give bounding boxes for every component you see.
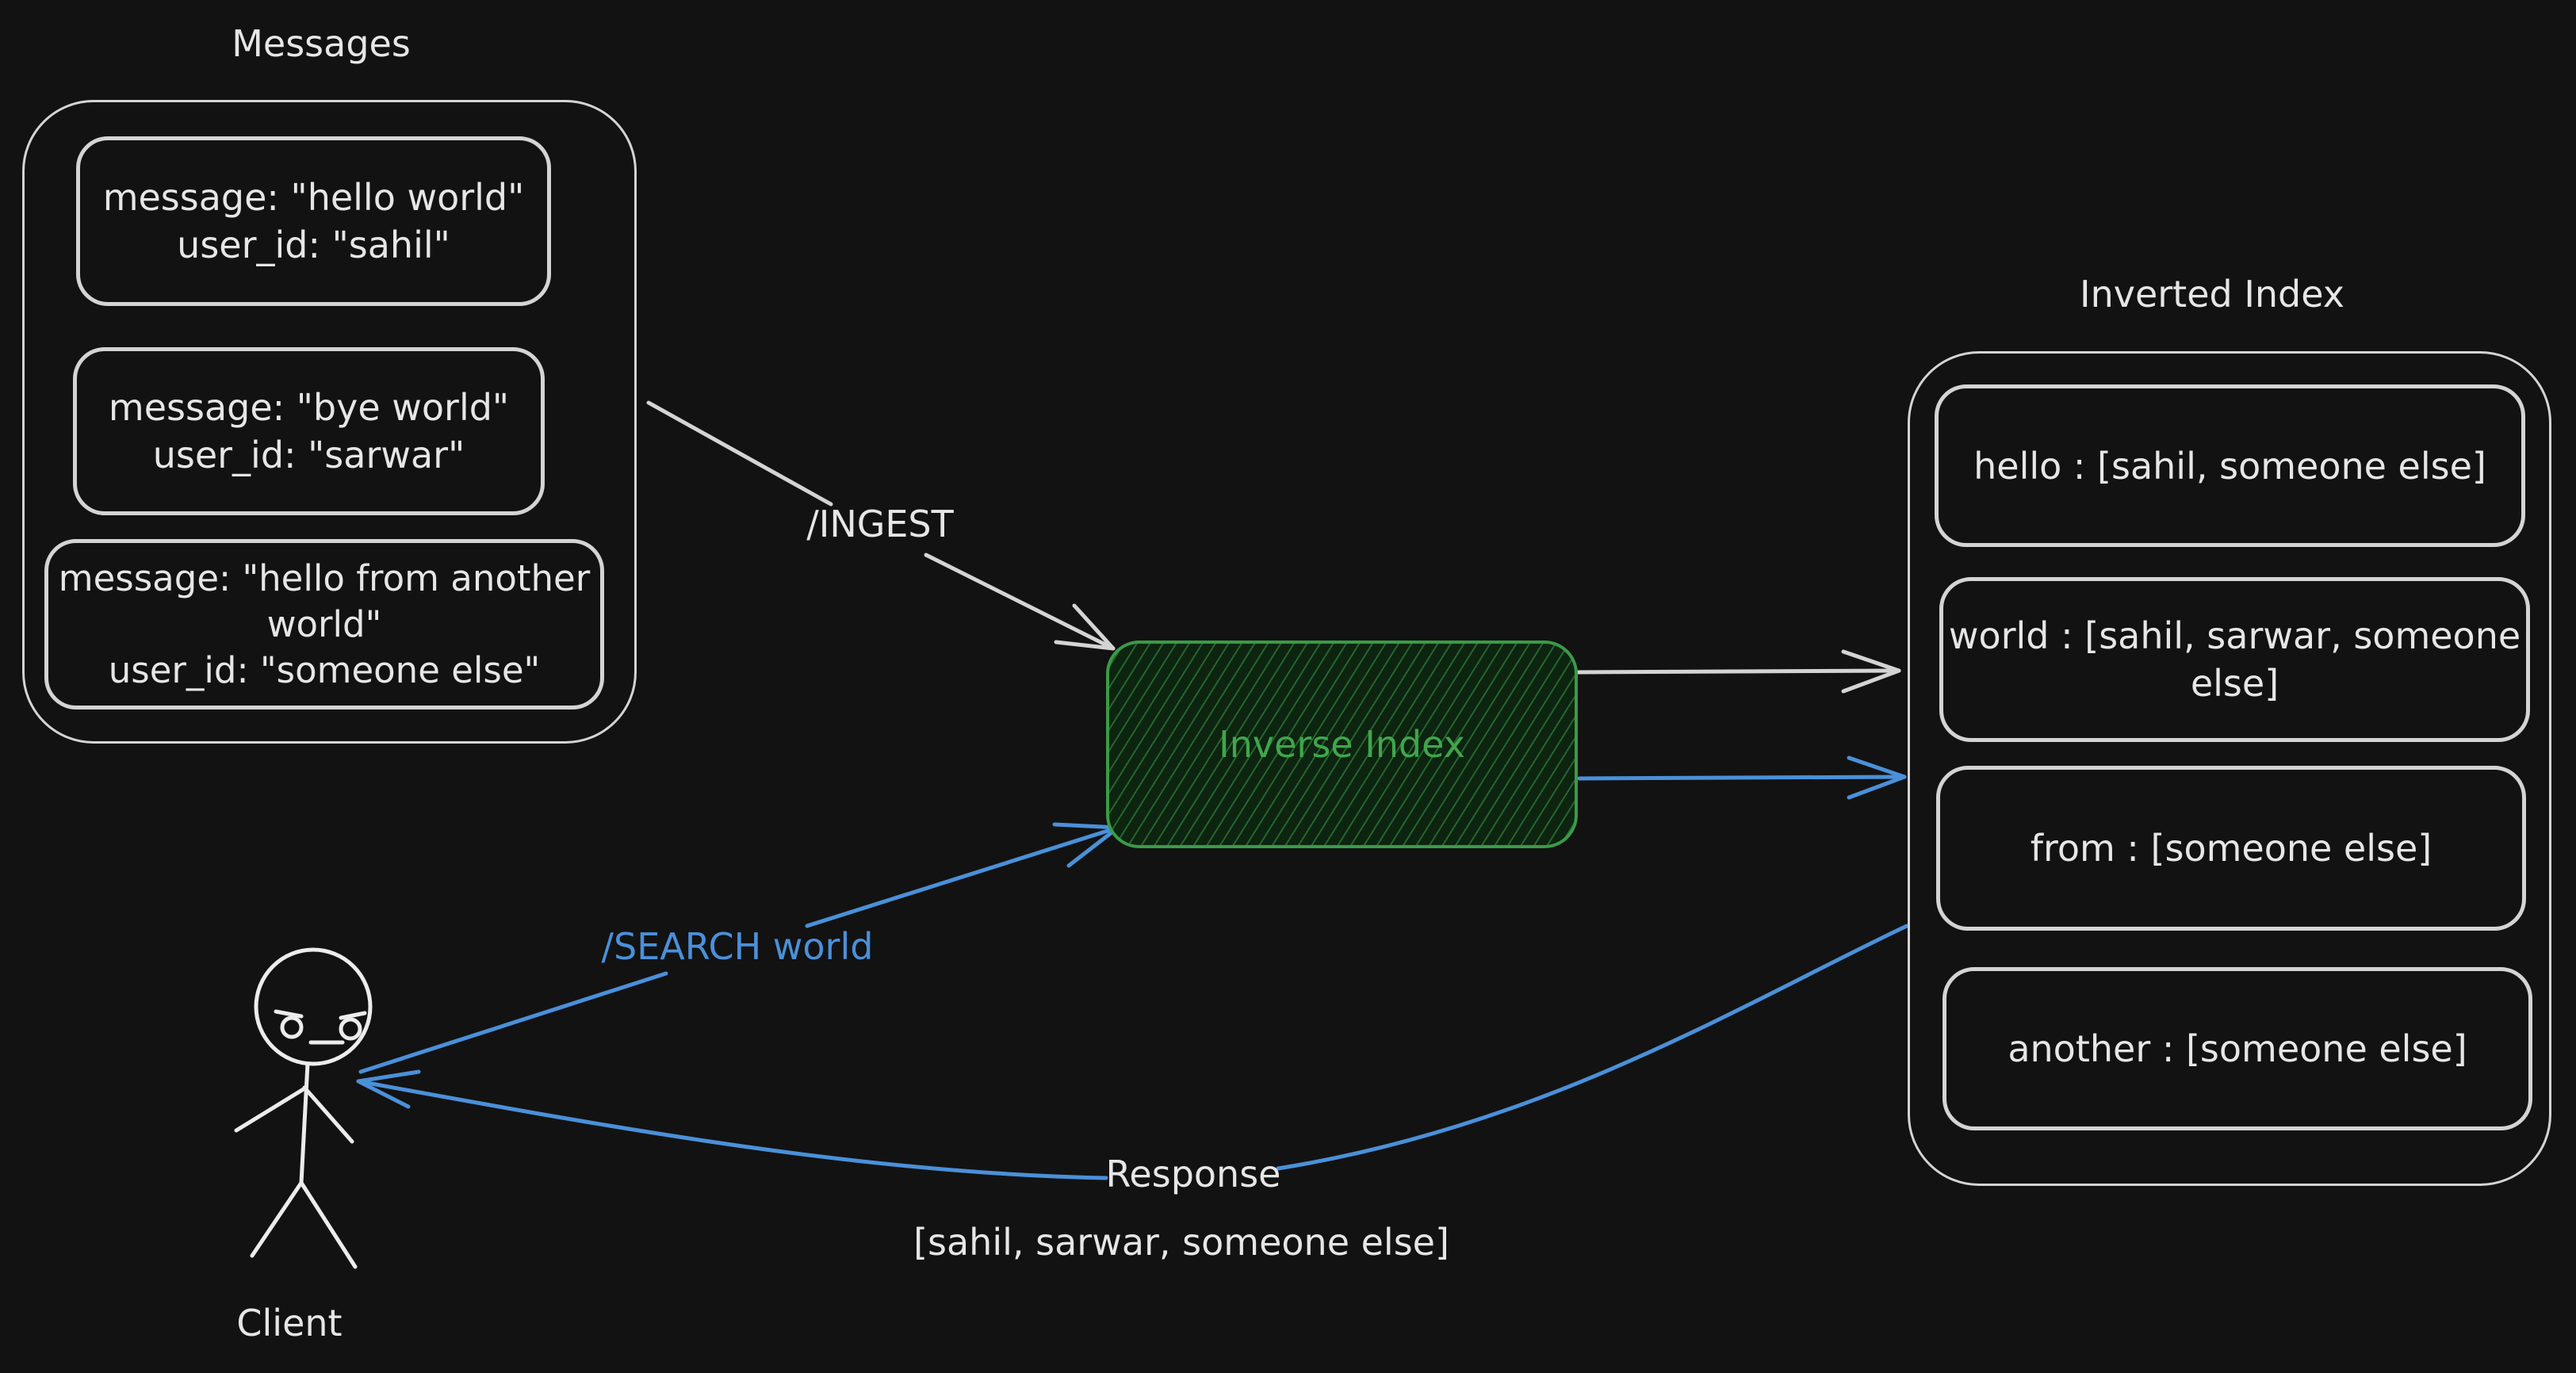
response-curve-left: [356, 1079, 1108, 1180]
messages-title: Messages: [232, 22, 411, 65]
inverted-entry-text: from : [someone else]: [2030, 827, 2432, 870]
inverted-entry-text-line-2: else]: [2190, 662, 2279, 705]
ingest-arrow-line-lower: [924, 553, 1116, 651]
response-label: Response: [1105, 1153, 1281, 1195]
inverted-entry-text-line-1: world : [sahil, sarwar, someone: [1948, 614, 2521, 657]
ingest-arrow-line-upper: [646, 400, 833, 507]
client-label: Client: [236, 1302, 343, 1344]
index-to-inverted-white-line: [1575, 668, 1901, 675]
inverted-entry-world: world : [sahil, sarwar, someone else]: [1939, 577, 2530, 742]
message-user-id: user_id: "someone else": [108, 648, 541, 691]
response-arrowhead: [356, 1069, 421, 1109]
message-card-2: message: "bye world" user_id: "sarwar": [73, 347, 545, 515]
inverted-entry-hello: hello : [sahil, someone else]: [1935, 384, 2525, 547]
message-text: message: "bye world": [108, 386, 510, 429]
message-text: message: "hello world": [102, 176, 525, 219]
inverted-entry-another: another : [someone else]: [1943, 967, 2532, 1130]
search-arrow-line-lower: [358, 971, 668, 1074]
inverted-entry-from: from : [someone else]: [1936, 766, 2526, 931]
inverted-entry-text: hello : [sahil, someone else]: [1973, 444, 2486, 488]
message-card-1: message: "hello world" user_id: "sahil": [76, 136, 551, 306]
response-value-label: [sahil, sarwar, someone else]: [913, 1221, 1449, 1264]
index-to-inverted-white-arrowhead: [1841, 649, 1901, 694]
messages-container: [22, 100, 637, 744]
inverse-index-node: Inverse Index: [1106, 641, 1578, 848]
message-card-3: message: "hello from another world" user…: [44, 539, 604, 709]
client-stick-figure: [234, 947, 373, 1269]
message-user-id: user_id: "sahil": [177, 224, 450, 266]
response-curve-right: [1276, 924, 1909, 1171]
ingest-label: /INGEST: [806, 503, 954, 545]
index-to-inverted-blue-line: [1577, 774, 1907, 781]
inverted-index-title: Inverted Index: [2080, 273, 2344, 316]
message-user-id: user_id: "sarwar": [152, 434, 465, 476]
search-label: /SEARCH world: [601, 925, 874, 968]
index-to-inverted-blue-arrowhead: [1847, 755, 1907, 800]
search-arrow-line-upper: [805, 825, 1120, 928]
message-text-line-1: message: "hello from another: [58, 556, 591, 599]
inverted-index-container: [1908, 351, 2551, 1186]
message-text-line-2: world": [266, 602, 382, 645]
inverted-entry-text: another : [someone else]: [2008, 1027, 2467, 1070]
ingest-arrowhead: [1054, 603, 1116, 651]
inverse-index-label: Inverse Index: [1219, 723, 1465, 766]
